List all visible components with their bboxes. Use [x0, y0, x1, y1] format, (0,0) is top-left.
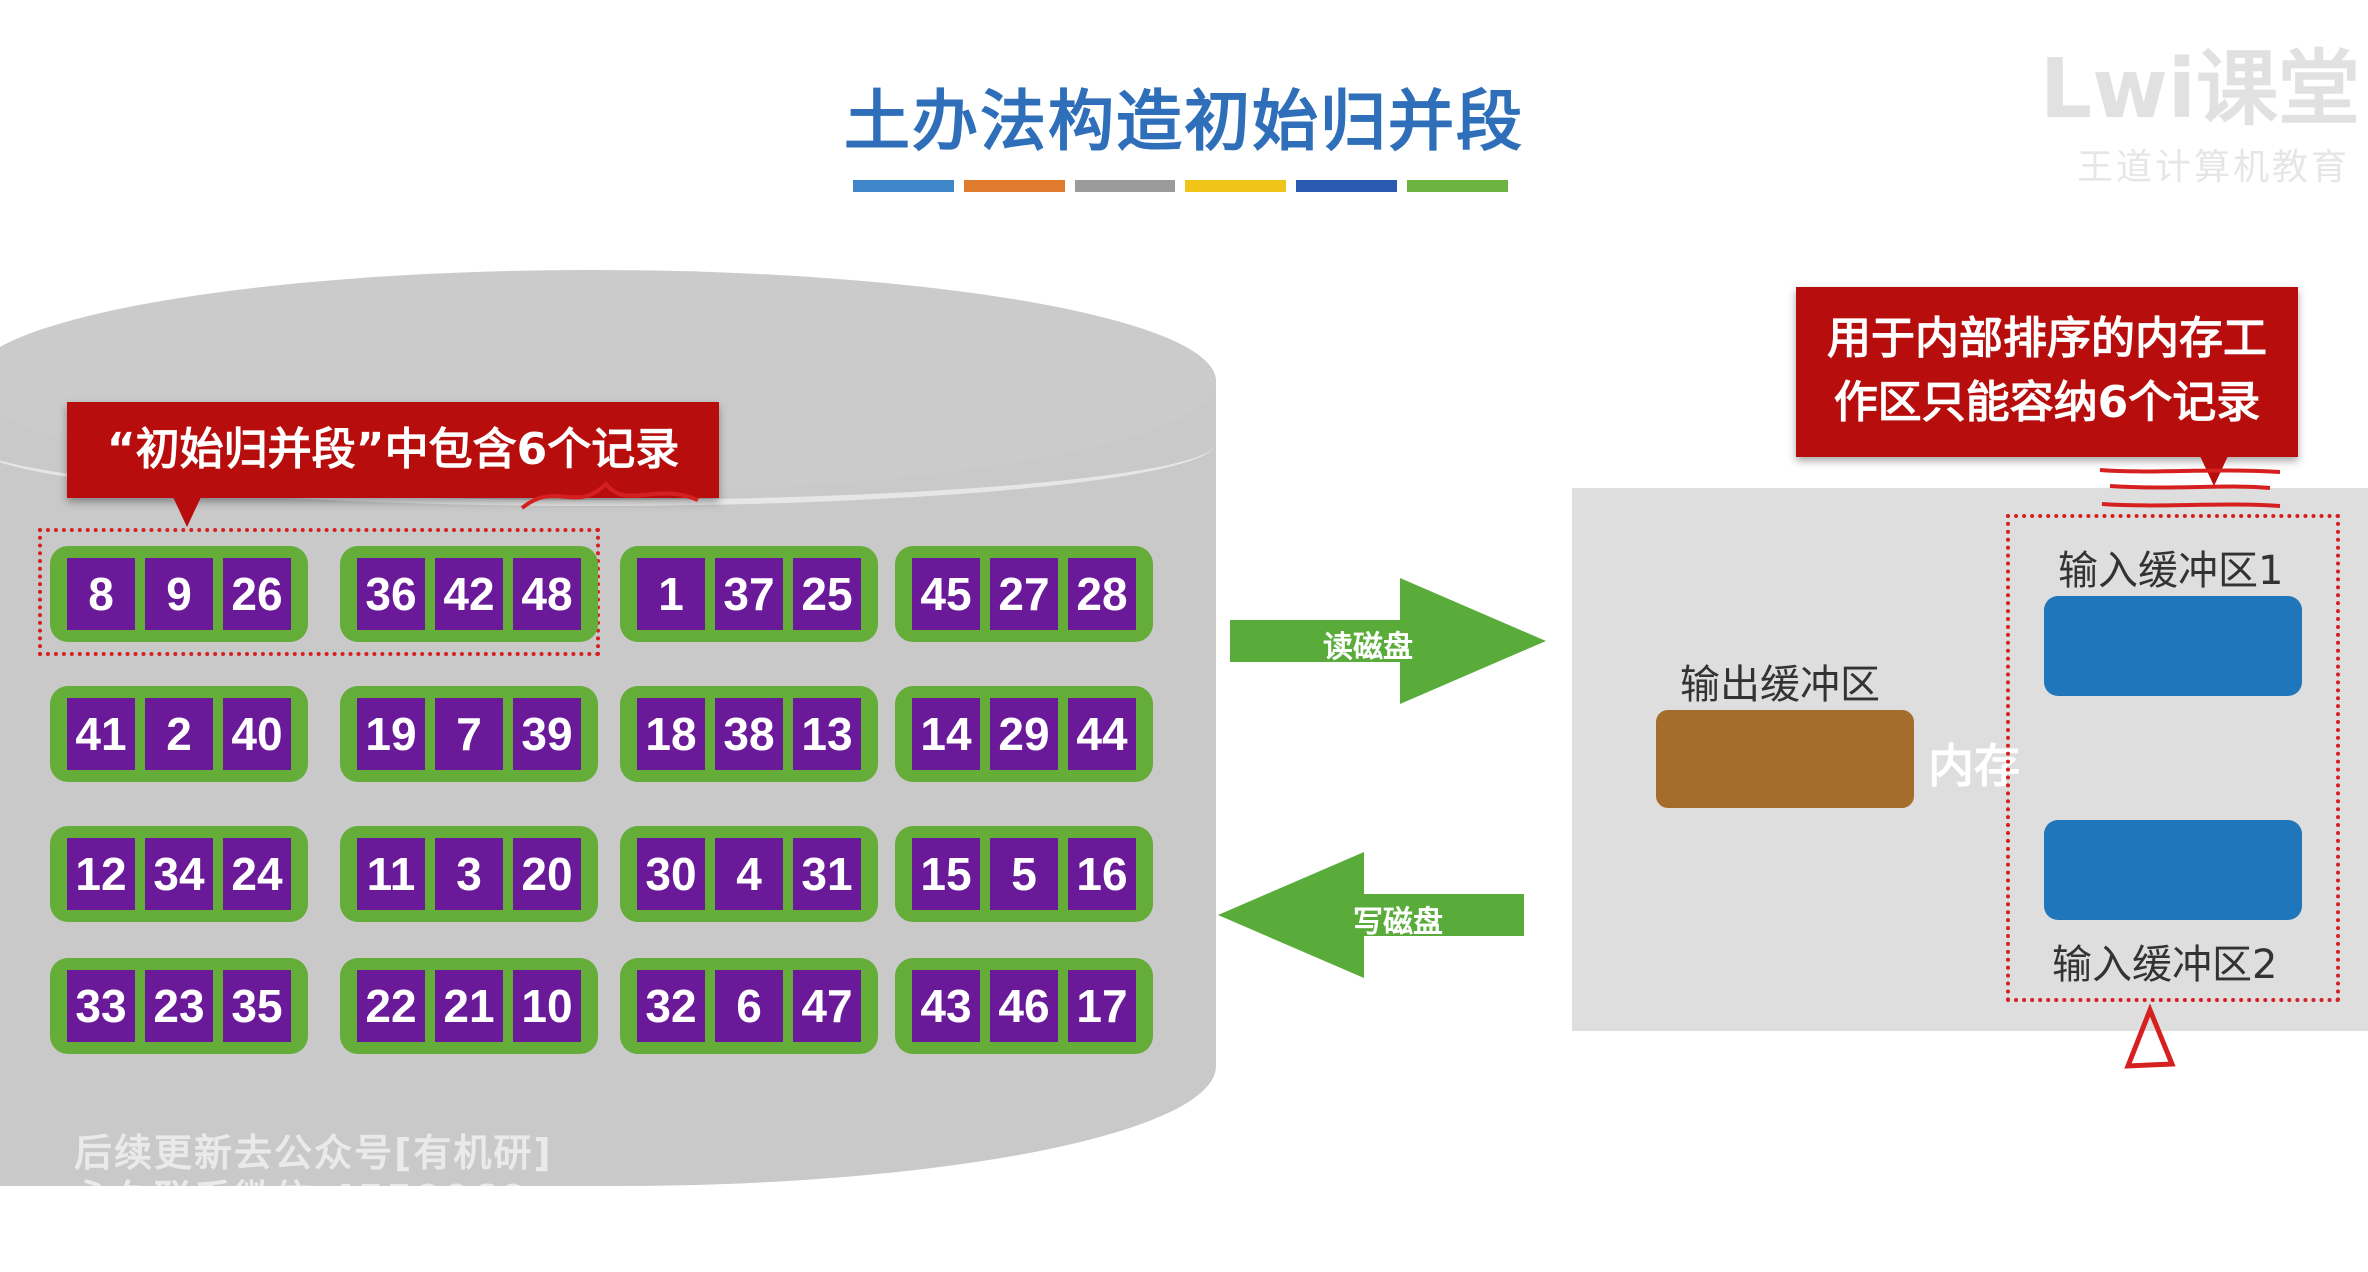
record-cell: 15 — [912, 838, 980, 910]
record-cell: 17 — [1068, 970, 1136, 1042]
title-bar-1 — [853, 180, 954, 192]
watermark-subtitle: 王道计算机教育 — [2076, 147, 2350, 188]
disk-rim — [0, 380, 1216, 506]
input-buffer-group-highlight — [2006, 514, 2340, 1002]
output-buffer — [1656, 710, 1914, 808]
record-cell: 10 — [513, 970, 581, 1042]
record-cell: 44 — [1068, 698, 1136, 770]
title-bar-5 — [1296, 180, 1398, 192]
record-cell: 46 — [990, 970, 1058, 1042]
title-bar-3 — [1074, 180, 1176, 192]
record-cell: 25 — [793, 558, 861, 630]
record-cell: 41 — [67, 698, 135, 770]
record-cell: 48 — [513, 558, 581, 630]
record-cell: 14 — [912, 698, 980, 770]
title-bar-4 — [1185, 180, 1287, 192]
record-cell: 30 — [637, 838, 705, 910]
record-cell: 1 — [637, 558, 705, 630]
record-cell: 33 — [67, 970, 135, 1042]
output-buffer-label: 输出缓冲区 — [1680, 662, 1880, 708]
record-cell: 24 — [223, 838, 291, 910]
read-disk-label: 读磁盘 — [1323, 630, 1413, 665]
record-cell: 13 — [793, 698, 861, 770]
handwritten-underline-mark — [2099, 468, 2281, 508]
initial-segment-highlight — [38, 528, 600, 656]
record-cell: 35 — [223, 970, 291, 1042]
memory-callout: 用于内部排序的内存工 作区只能容纳6个记录 — [1796, 287, 2298, 457]
title-bar-6 — [1407, 180, 1508, 192]
title-bar-2 — [963, 180, 1065, 192]
memory-callout-line-2: 作区只能容纳6个记录 — [1833, 377, 2261, 428]
record-cell: 9 — [145, 558, 213, 630]
record-cell: 16 — [1068, 838, 1136, 910]
record-cell: 40 — [223, 698, 291, 770]
record-cell: 26 — [223, 558, 291, 630]
record-cell: 34 — [145, 838, 213, 910]
record-cell: 28 — [1068, 558, 1136, 630]
disk-callout-pointer — [173, 497, 201, 527]
record-cell: 18 — [637, 698, 705, 770]
record-cell: 31 — [793, 838, 861, 910]
record-cell: 23 — [145, 970, 213, 1042]
title-underline-bars — [853, 180, 1508, 192]
record-cell: 29 — [990, 698, 1058, 770]
record-cell: 2 — [145, 698, 213, 770]
record-cell: 45 — [912, 558, 980, 630]
write-disk-arrow — [1218, 852, 1524, 978]
record-cell: 43 — [912, 970, 980, 1042]
record-cell: 8 — [67, 558, 135, 630]
input-buffer-1-label: 输入缓冲区1 — [2058, 548, 2284, 594]
record-cell: 38 — [715, 698, 783, 770]
write-disk-label: 写磁盘 — [1353, 905, 1443, 940]
memory-callout-line-1: 用于内部排序的内存工 — [1827, 313, 2267, 364]
record-cell: 37 — [715, 558, 783, 630]
record-cell: 42 — [435, 558, 503, 630]
input-buffer-2-label: 输入缓冲区2 — [2052, 942, 2278, 988]
record-cell: 20 — [513, 838, 581, 910]
record-cell: 22 — [357, 970, 425, 1042]
record-cell: 3 — [435, 838, 503, 910]
record-cell: 7 — [435, 698, 503, 770]
record-cell: 5 — [990, 838, 1058, 910]
page-title: 土办法构造初始归并段 — [844, 83, 1524, 160]
record-cell: 27 — [990, 558, 1058, 630]
record-cell: 12 — [67, 838, 135, 910]
watermark-bottom-line-2: 永久联系微信 4550060 — [74, 1177, 529, 1221]
handwritten-triangle-mark — [2124, 1004, 2176, 1069]
input-buffer-2 — [2044, 820, 2302, 920]
record-cell: 36 — [357, 558, 425, 630]
record-cell: 32 — [637, 970, 705, 1042]
memory-label: 内存 — [1928, 739, 2020, 793]
handwritten-scribble-mark — [520, 480, 699, 510]
disk-callout: “初始归并段”中包含6个记录 — [67, 402, 719, 498]
record-cell: 4 — [715, 838, 783, 910]
read-disk-arrow — [1230, 578, 1546, 704]
watermark-logo: Lwi课堂 — [2039, 42, 2360, 137]
record-cell: 39 — [513, 698, 581, 770]
record-cell: 47 — [793, 970, 861, 1042]
record-cell: 19 — [357, 698, 425, 770]
record-cell: 21 — [435, 970, 503, 1042]
input-buffer-1 — [2044, 596, 2302, 696]
watermark-bottom-line-1: 后续更新去公众号[有机研] — [74, 1131, 553, 1175]
record-cell: 6 — [715, 970, 783, 1042]
record-cell: 11 — [357, 838, 425, 910]
